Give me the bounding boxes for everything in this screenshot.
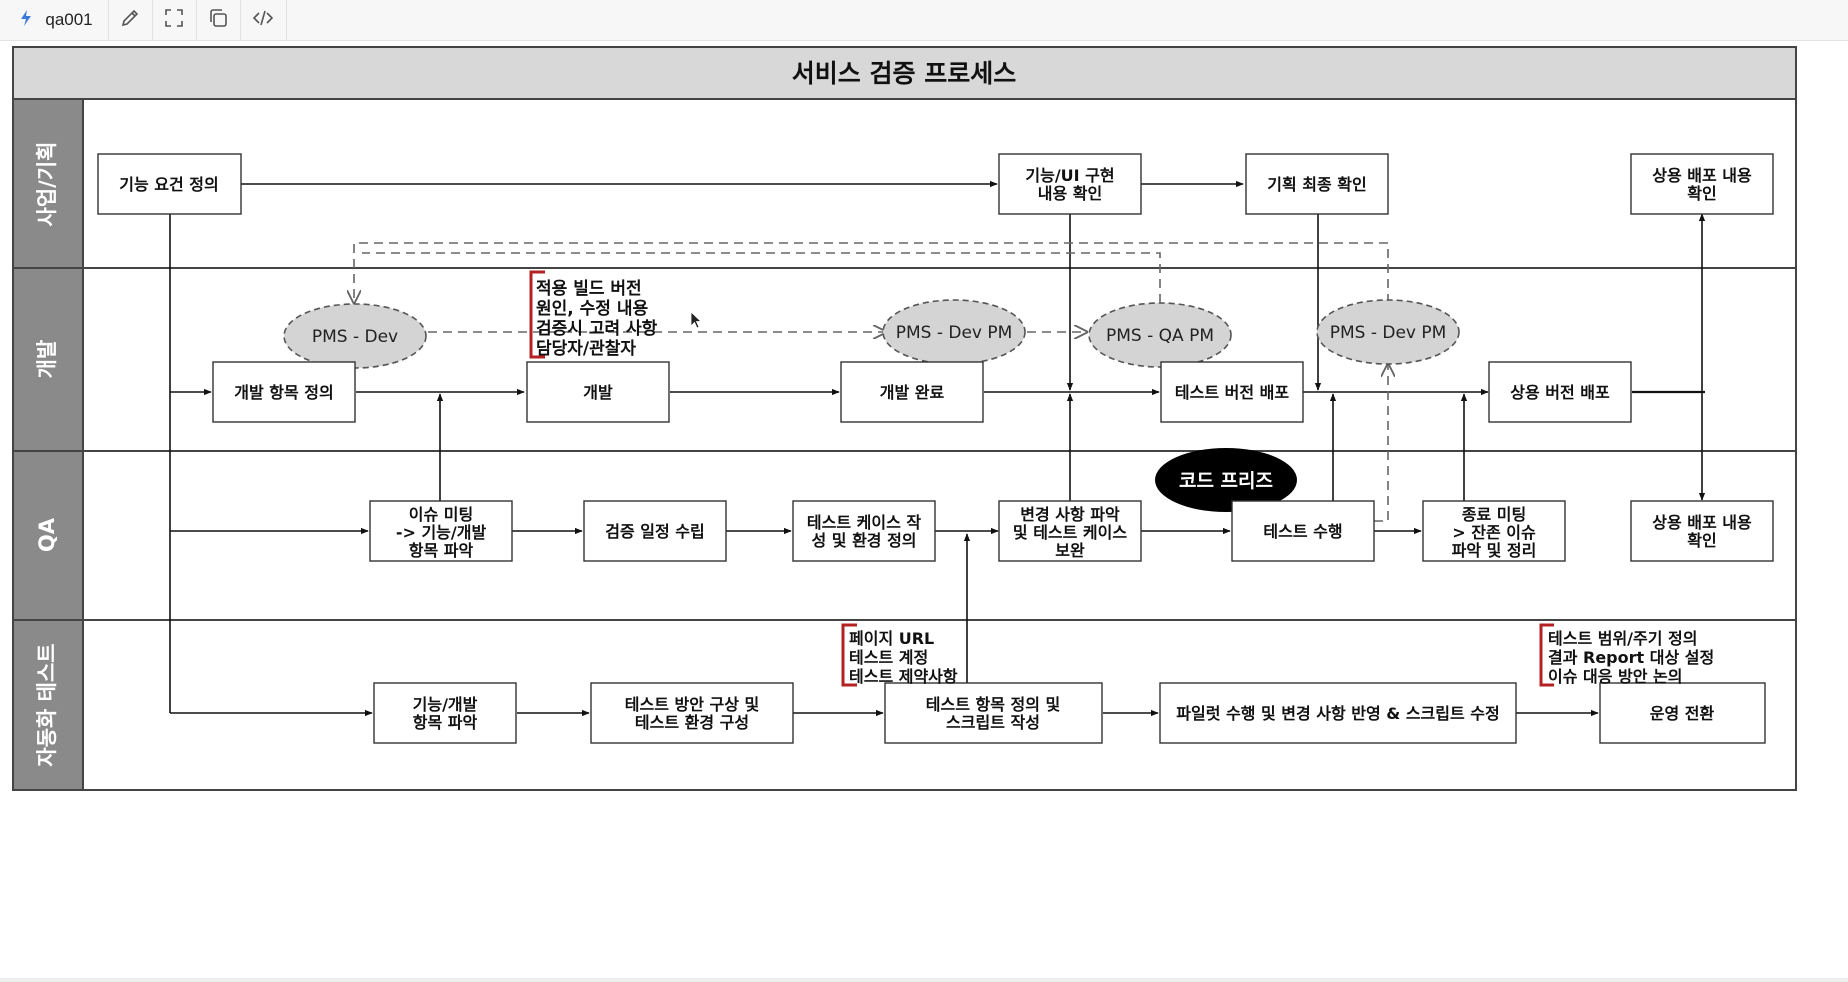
fullscreen-icon <box>163 7 185 33</box>
code-button[interactable] <box>240 0 287 40</box>
box-feature-ui-check <box>998 153 1142 215</box>
label-dev-item-def: 개발 항목 정의 <box>234 383 333 402</box>
box-pilot <box>1159 682 1517 744</box>
copy-icon <box>207 7 229 33</box>
box-prod-deploy <box>1488 361 1632 423</box>
box-commercial-check-qa <box>1630 500 1774 562</box>
label-dev: 개발 <box>583 383 613 402</box>
code-freeze-ellipse <box>1155 448 1297 512</box>
label-dev-done: 개발 완료 <box>880 383 945 402</box>
label-schedule: 검증 일정 수립 <box>605 522 704 541</box>
note-scope: 테스트 범위/주기 정의 결과 Report 대상 설정 이슈 대응 방안 논의 <box>1539 623 1720 687</box>
lane-label-dev: 개발 <box>35 340 59 379</box>
pms-qapm-ellipse <box>1088 302 1232 368</box>
note-build-text: 적용 빌드 버전 원인, 수정 내용 검증시 고려 사항 담당자/관찰자 <box>536 279 663 359</box>
label-pilot: 파일럿 수행 및 변경 사항 반영 & 스크립트 수정 <box>1176 704 1499 723</box>
note-scope-text: 테스트 범위/주기 정의 결과 Report 대상 설정 이슈 대응 방안 논의 <box>1548 629 1720 686</box>
pms-qapm-label: PMS - QA PM <box>1106 326 1214 346</box>
pms-dev-label: PMS - Dev <box>312 327 398 347</box>
box-test-exec <box>1231 500 1375 562</box>
label-plan-final: 기획 최종 확인 <box>1267 175 1366 194</box>
note-page: 페이지 URL 테스트 계정 테스트 제약사항 <box>841 623 958 687</box>
pms-devpm-label: PMS - Dev PM <box>896 323 1013 343</box>
note-page-text: 페이지 URL 테스트 계정 테스트 제약사항 <box>849 629 958 686</box>
pms-ellipses: PMS - Dev PMS - Dev PM PMS - QA PM PMS -… <box>283 299 1460 369</box>
box-dev-done <box>840 361 984 423</box>
note-build-bracket <box>529 270 545 359</box>
pms-devpm2-ellipse <box>1316 299 1460 365</box>
diagram-title-tab[interactable]: qa001 <box>0 0 109 40</box>
dashed-exec-to-devpm2 <box>1374 364 1388 522</box>
dashed-connectors <box>354 242 1389 522</box>
note-scope-bracket <box>1539 623 1554 687</box>
toolbar: qa001 <box>0 0 1848 41</box>
process-diagram: 서비스 검증 프로세스 사업/기획 개발 QA 자동화 테스트 <box>12 46 1797 791</box>
code-icon <box>251 7 275 33</box>
mouse-cursor-icon <box>690 311 703 329</box>
box-end-meeting <box>1422 500 1566 562</box>
lane-label-automation: 자동화 테스트 <box>35 643 59 766</box>
note-page-bracket <box>841 623 857 687</box>
box-testcase <box>792 500 936 562</box>
diagram-title: 서비스 검증 프로세스 <box>792 59 1016 88</box>
box-ops <box>1599 682 1766 744</box>
dashed-feedback-loop-outer <box>354 242 1389 303</box>
box-dev <box>526 361 670 423</box>
footer-strip <box>0 978 1848 982</box>
dashed-feedback-loop-inner <box>362 252 1161 303</box>
box-change-grasp <box>998 500 1142 562</box>
code-freeze-label: 코드 프리즈 <box>1179 470 1273 492</box>
pencil-icon <box>119 7 141 33</box>
connectors <box>169 180 1706 717</box>
box-auto-define <box>884 682 1103 744</box>
box-test-deploy <box>1160 361 1304 423</box>
label-feature-req: 기능 요건 정의 <box>119 175 218 194</box>
box-commercial-check-top <box>1630 153 1774 215</box>
copy-button[interactable] <box>196 0 241 40</box>
label-prod-deploy: 상용 버전 배포 <box>1510 383 1610 402</box>
box-issue-meeting <box>369 500 513 562</box>
lane-label-qa: QA <box>35 517 59 552</box>
lane-header-column <box>12 98 84 791</box>
note-build: 적용 빌드 버전 원인, 수정 내용 검증시 고려 사항 담당자/관찰자 <box>529 270 663 359</box>
box-schedule <box>583 500 727 562</box>
edit-button[interactable] <box>108 0 153 40</box>
box-auto-grasp <box>373 682 517 744</box>
box-auto-plan <box>590 682 794 744</box>
label-ops: 운영 전환 <box>1650 704 1715 723</box>
fullscreen-button[interactable] <box>152 0 197 40</box>
title-band <box>12 46 1797 100</box>
label-test-deploy: 테스트 버전 배포 <box>1175 383 1289 402</box>
box-feature-req <box>97 153 242 215</box>
label-test-exec: 테스트 수행 <box>1263 522 1342 541</box>
pms-devpm2-label: PMS - Dev PM <box>1330 323 1447 343</box>
box-plan-final <box>1245 153 1389 215</box>
process-boxes <box>97 153 1774 744</box>
diagram-logo-icon <box>15 7 37 33</box>
diagram-title-label: qa001 <box>45 10 93 29</box>
lane-label-business: 사업/기획 <box>35 142 59 227</box>
box-dev-item-def <box>212 361 356 423</box>
